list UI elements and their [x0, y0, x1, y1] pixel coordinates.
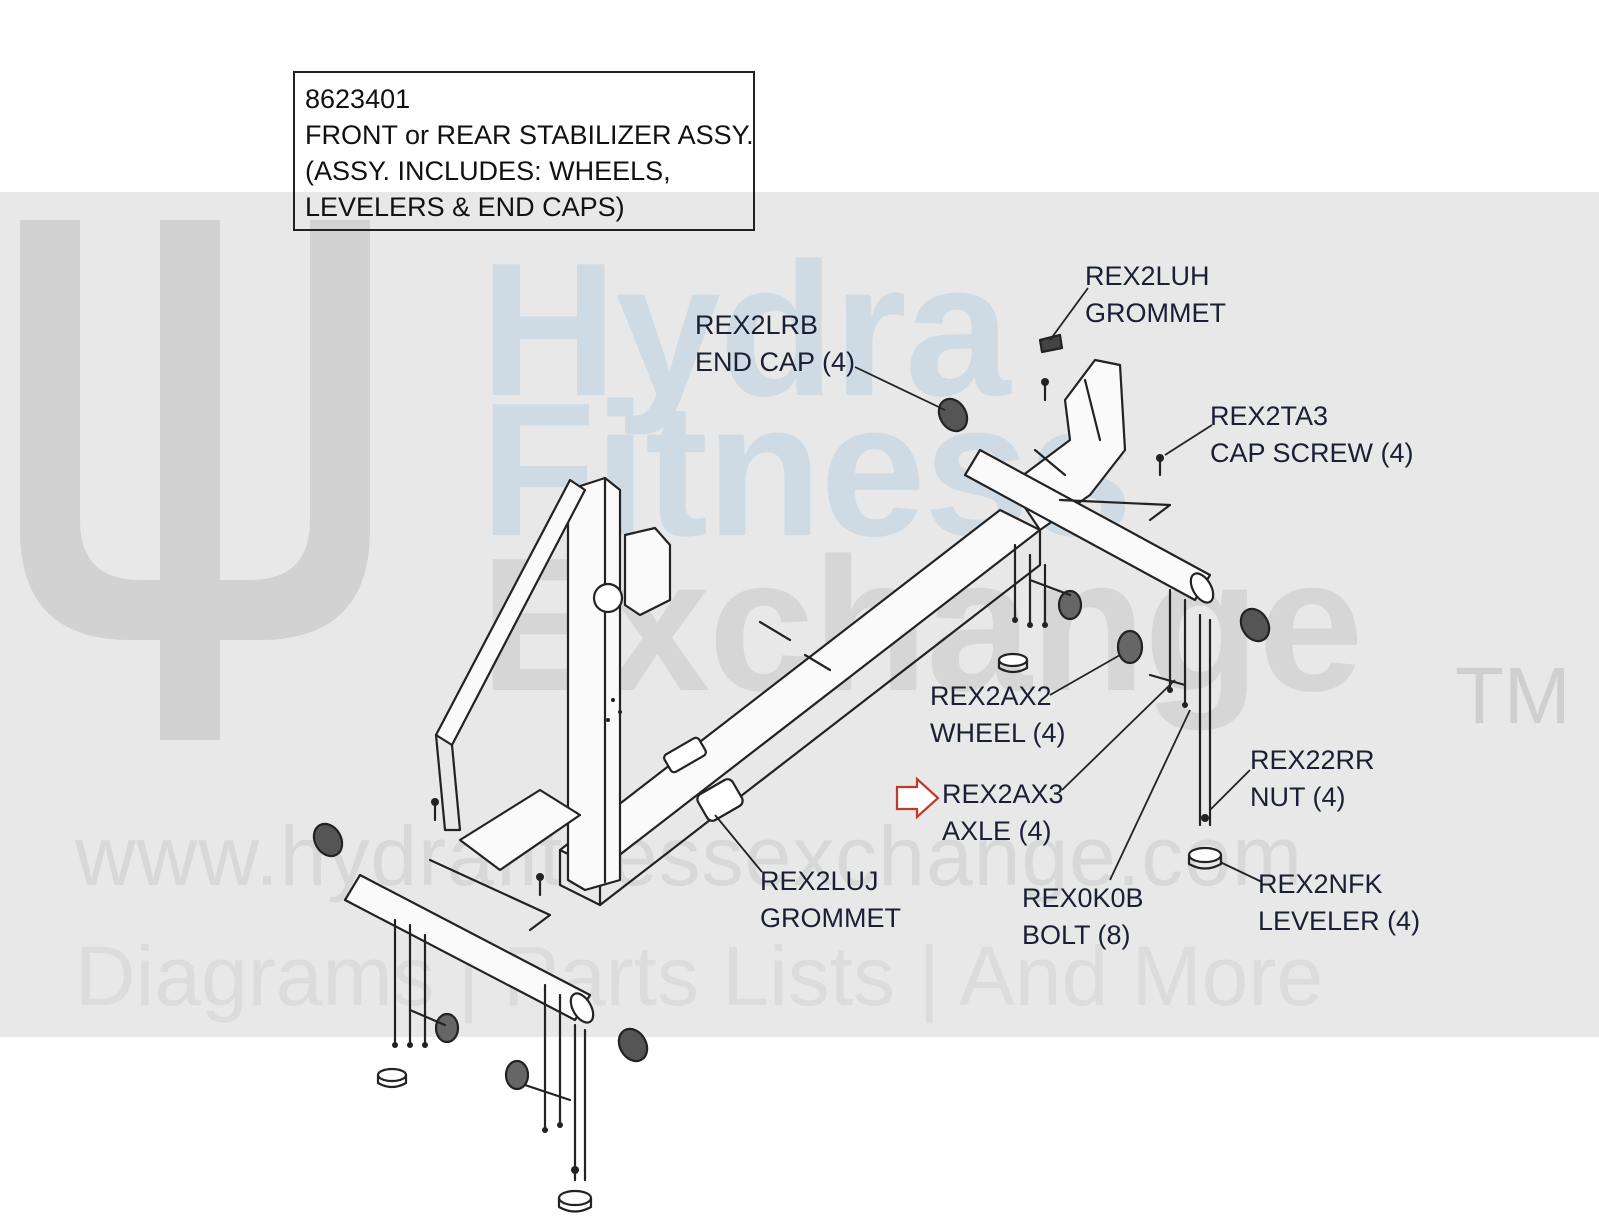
callout-part: REX2TA3	[1210, 401, 1329, 431]
callout-part: REX2LUH	[1085, 261, 1210, 291]
watermark-url: www.hydrafitnessexchange.com	[75, 809, 1303, 903]
callout-desc: NUT (4)	[1250, 782, 1346, 812]
callout-rex2luj: REX2LUJ GROMMET	[760, 863, 901, 937]
callout-desc: GROMMET	[1085, 298, 1226, 328]
assembly-includes-line2: LEVELERS & END CAPS)	[305, 192, 625, 222]
assembly-includes-line1: (ASSY. INCLUDES: WHEELS,	[305, 156, 671, 186]
callout-part: REX2LUJ	[760, 866, 879, 896]
leveler-icon	[997, 652, 1029, 668]
watermark-tagline: Diagrams | Parts Lists | And More	[75, 929, 1324, 1023]
callout-rex2luh: REX2LUH GROMMET	[1085, 258, 1226, 332]
callout-rex0k0b: REX0K0B BOLT (8)	[1022, 880, 1144, 954]
callout-rex2ax2: REX2AX2 WHEEL (4)	[930, 678, 1066, 752]
watermark-word-1: Hydra	[480, 224, 1011, 436]
assembly-name: FRONT or REAR STABILIZER ASSY.	[305, 120, 754, 150]
callout-desc: WHEEL (4)	[930, 718, 1066, 748]
callout-rex22rr: REX22RR NUT (4)	[1250, 742, 1375, 816]
callout-part: REX2AX2	[930, 681, 1052, 711]
front-column	[566, 476, 622, 892]
support-arm	[434, 478, 587, 747]
callout-desc: BOLT (8)	[1022, 920, 1131, 950]
rear-stabilizer	[963, 448, 1212, 602]
wheel-icon	[1116, 629, 1144, 665]
leader-lines	[714, 287, 1263, 883]
callout-rex2nfk: REX2NFK LEVELER (4)	[1258, 866, 1420, 940]
callout-rex2lrb: REX2LRB END CAP (4)	[695, 307, 855, 381]
callout-desc: GROMMET	[760, 903, 901, 933]
end-cap-icon	[937, 397, 969, 433]
callout-desc: LEVELER (4)	[1258, 906, 1421, 936]
callout-rex2ax3: REX2AX3 AXLE (4)	[942, 776, 1064, 850]
callout-part: REX2LRB	[695, 310, 819, 340]
callout-desc: AXLE (4)	[942, 816, 1052, 846]
assembly-title-box: 8623401 FRONT or REAR STABILIZER ASSY. (…	[293, 71, 755, 231]
callout-part: REX2NFK	[1258, 869, 1383, 899]
front-stabilizer	[343, 873, 592, 1022]
assembly-part-number: 8623401	[305, 84, 411, 114]
mount-plate	[458, 788, 582, 872]
callout-part: REX0K0B	[1022, 883, 1144, 913]
callout-rex2ta3: REX2TA3 CAP SCREW (4)	[1210, 398, 1414, 472]
callout-desc: END CAP (4)	[695, 347, 856, 377]
callout-part: REX2AX3	[942, 779, 1064, 809]
watermark-trademark: TM	[1455, 651, 1571, 740]
callout-part: REX22RR	[1250, 745, 1375, 775]
highlight-arrow-icon	[895, 776, 940, 820]
callout-desc: CAP SCREW (4)	[1210, 438, 1414, 468]
watermark-logo-icon	[20, 220, 370, 740]
